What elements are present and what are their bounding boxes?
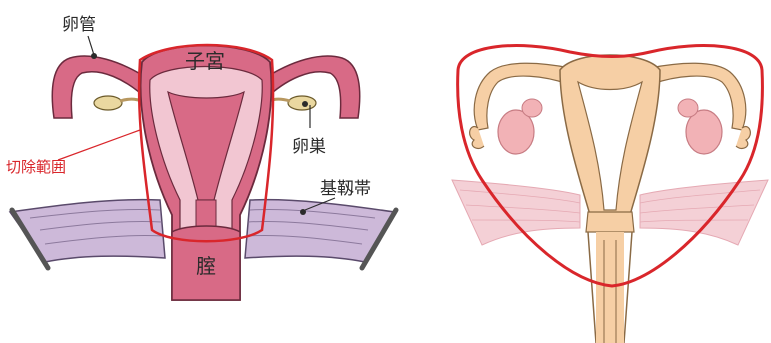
label-fallopian-tube: 卵管 xyxy=(62,15,96,35)
right-ligament-band xyxy=(452,180,580,245)
ovary-left xyxy=(94,96,122,110)
right-anatomy-diagram xyxy=(452,46,768,343)
label-excision-range: 切除範囲 xyxy=(6,158,66,176)
label-ovary: 卵巣 xyxy=(292,137,326,157)
label-vagina: 腟 xyxy=(196,254,216,278)
right-cervix xyxy=(586,212,634,232)
right-ligament-band-2 xyxy=(640,180,768,245)
label-cardinal-ligament: 基靱帯 xyxy=(320,179,371,199)
ovary-right xyxy=(288,96,316,110)
label-uterus: 子宮 xyxy=(185,49,225,73)
left-anatomy-diagram: 卵管 子宮 卵巣 切除範囲 基靱帯 腟 xyxy=(6,15,396,300)
